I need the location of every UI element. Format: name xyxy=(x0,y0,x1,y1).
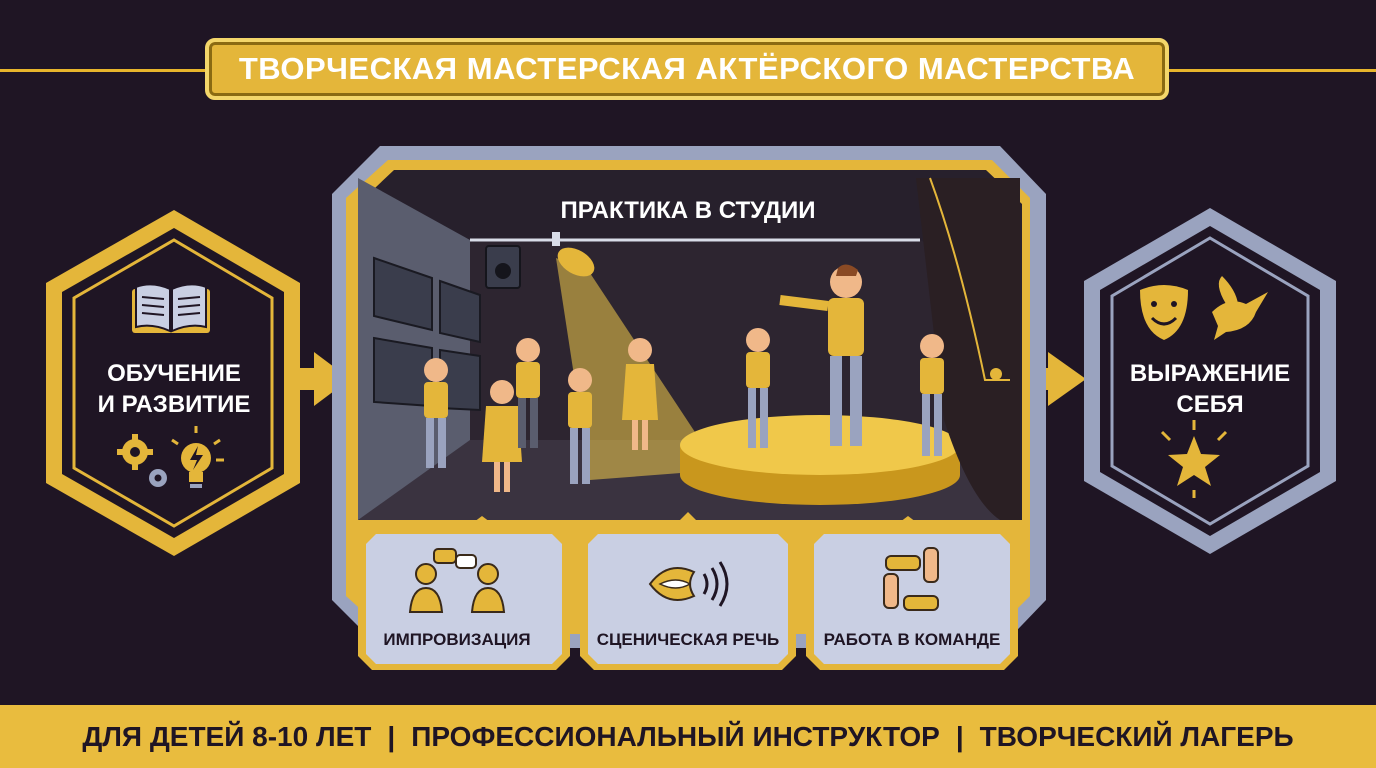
lightbulb-icon xyxy=(171,426,224,488)
instructor-figure xyxy=(779,264,864,446)
skill-label-improvisation: ИМПРОВИЗАЦИЯ xyxy=(383,630,530,649)
title-banner: ТВОРЧЕСКАЯ МАСТЕРСКАЯ АКТЁРСКОГО МАСТЕРС… xyxy=(205,38,1169,100)
book-icon xyxy=(132,283,210,333)
footer-separator-2: | xyxy=(955,720,964,752)
skill-label-teamwork: РАБОТА В КОМАНДЕ xyxy=(824,630,1001,649)
theater-masks-icon xyxy=(1140,285,1188,340)
acoustic-panels xyxy=(373,256,481,412)
mouth-sound-icon xyxy=(648,561,729,607)
teamwork-hands-icon xyxy=(883,547,939,611)
footer-age: ДЛЯ ДЕТЕЙ 8-10 ЛЕТ xyxy=(82,720,372,752)
spotlight-icon xyxy=(552,232,595,277)
round-stage xyxy=(680,415,960,505)
star-burst-icon xyxy=(1160,420,1228,498)
skill-card-improvisation xyxy=(358,528,570,670)
footer-separator-1: | xyxy=(387,720,396,752)
skill-label-stage-speech: СЦЕНИЧЕСКАЯ РЕЧЬ xyxy=(597,630,780,649)
title-line-right xyxy=(1169,69,1376,72)
center-label: ПРАКТИКА В СТУДИИ xyxy=(561,197,816,224)
gears-icon xyxy=(117,434,167,487)
title-line-left xyxy=(0,69,205,72)
page-title: ТВОРЧЕСКАЯ МАСТЕРСКАЯ АКТЁРСКОГО МАСТЕРС… xyxy=(238,51,1136,86)
footer-instructor: ПРОФЕССИОНАЛЬНЫЙ ИНСТРУКТОР xyxy=(411,720,940,752)
children-figures xyxy=(424,328,944,492)
footer-camp: ТВОРЧЕСКИЙ ЛАГЕРЬ xyxy=(979,720,1294,752)
dove-icon xyxy=(1212,276,1268,340)
right-hex-line1: ВЫРАЖЕНИЕ xyxy=(1130,360,1290,387)
right-hex-line2: СЕБЯ xyxy=(1176,391,1243,418)
diagram-canvas: ОБУЧЕНИЕ И РАЗВИТИЕ xyxy=(46,146,1336,670)
left-hex-line1: ОБУЧЕНИЕ xyxy=(107,360,241,387)
dialogue-people-icon xyxy=(408,548,506,613)
left-hexagon xyxy=(46,210,300,556)
footer-bar: ДЛЯ ДЕТЕЙ 8-10 ЛЕТ | ПРОФЕССИОНАЛЬНЫЙ ИН… xyxy=(0,705,1376,768)
left-hex-line2: И РАЗВИТИЕ xyxy=(98,391,251,418)
curtain xyxy=(916,177,1020,520)
